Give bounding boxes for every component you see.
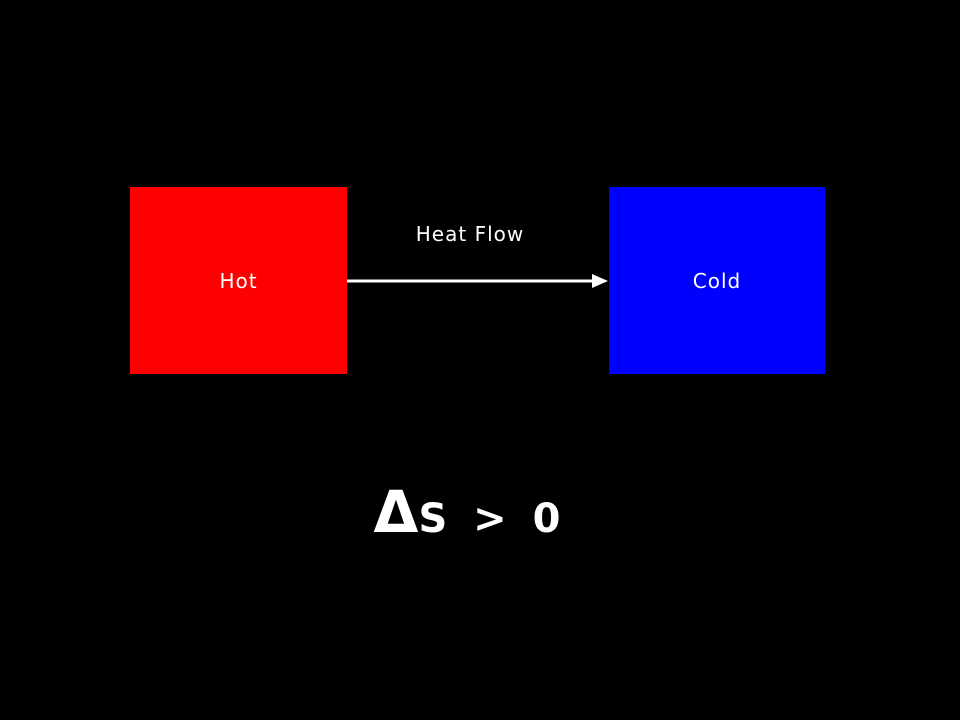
heat-flow-arrow	[347, 274, 608, 288]
hot-reservoir-box: Hot	[130, 187, 347, 374]
hot-label: Hot	[219, 268, 258, 293]
delta-symbol: Δ	[373, 478, 419, 546]
arrow-head-icon	[592, 274, 608, 288]
entropy-equation: ΔS > 0	[330, 478, 610, 546]
cold-label: Cold	[692, 268, 742, 293]
entropy-inequality: S > 0	[418, 496, 567, 542]
heat-flow-label: Heat Flow	[415, 222, 525, 246]
cold-reservoir-box: Cold	[609, 187, 825, 374]
